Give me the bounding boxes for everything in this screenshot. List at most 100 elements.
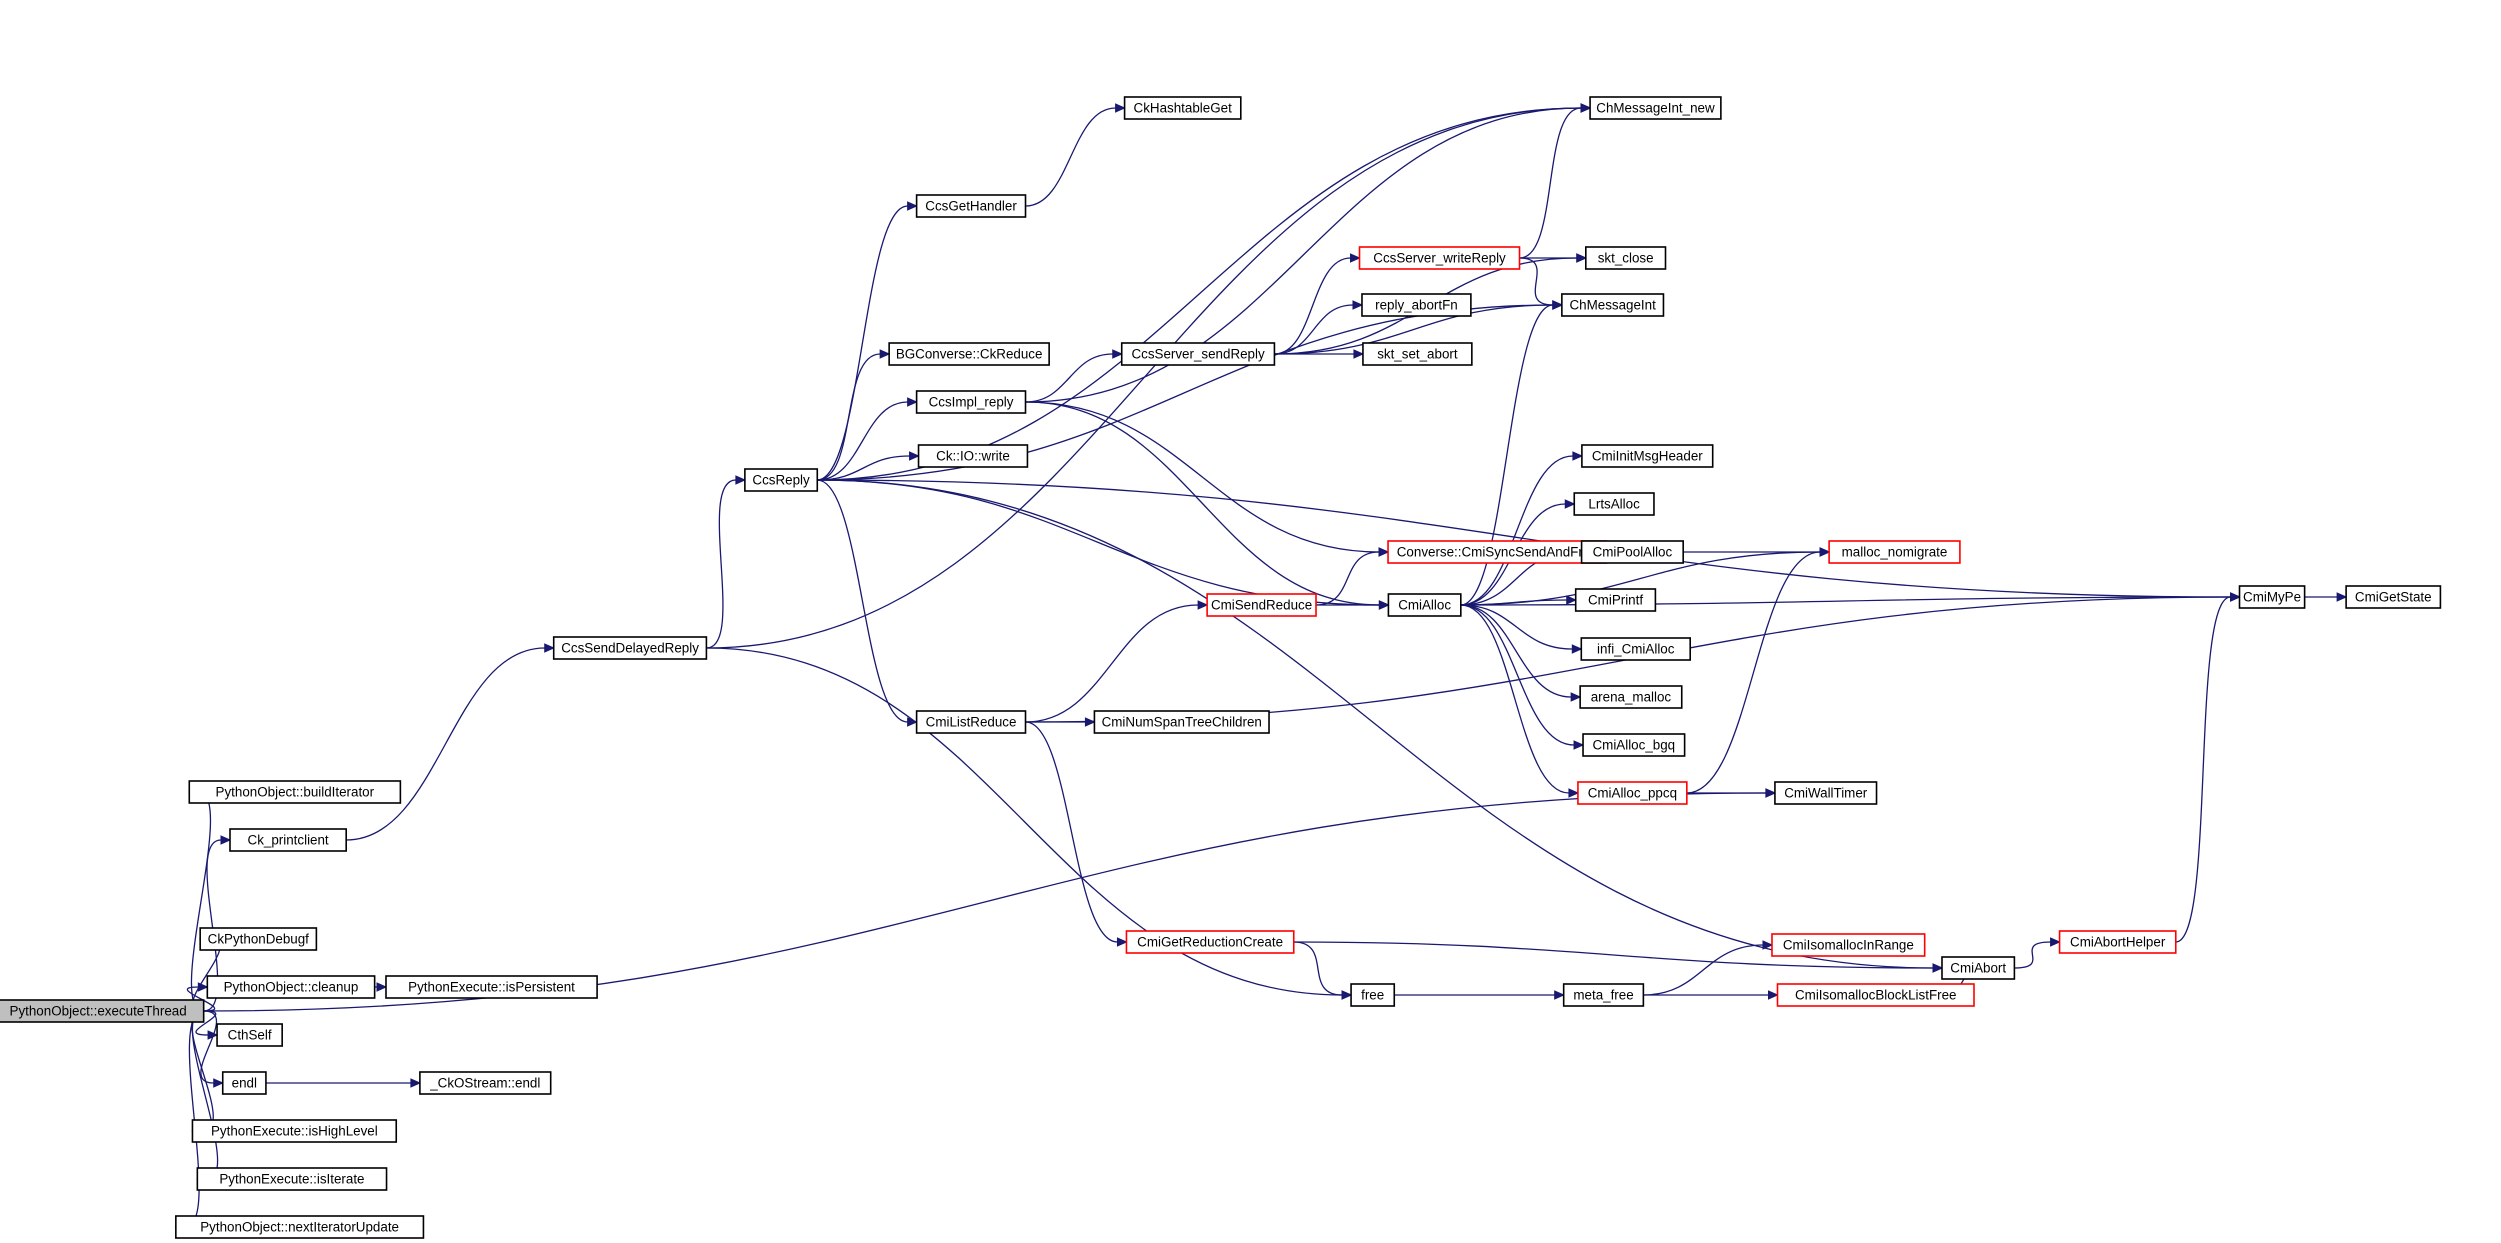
node-lrtsAlloc[interactable]: LrtsAlloc: [1573, 492, 1655, 516]
node-cmiAllocPpcq[interactable]: CmiAlloc_ppcq: [1577, 781, 1688, 805]
node-box[interactable]: [1828, 540, 1961, 564]
node-box[interactable]: [1120, 342, 1276, 366]
node-buildIter[interactable]: PythonObject::buildIterator: [188, 780, 402, 804]
node-ccsReply[interactable]: CcsReply: [744, 468, 819, 492]
node-box[interactable]: [199, 927, 318, 951]
node-cmiSyncSend[interactable]: Converse::CmiSyncSendAndFree: [1387, 540, 1608, 564]
node-endl[interactable]: endl: [221, 1071, 267, 1095]
node-box[interactable]: [1589, 96, 1722, 120]
node-box[interactable]: [1093, 710, 1270, 734]
node-ccsServerWriteReply[interactable]: CcsServer_writeReply: [1358, 246, 1521, 270]
node-ckHashGet[interactable]: CkHashtableGet: [1123, 96, 1242, 120]
node-mallocNomigrate[interactable]: malloc_nomigrate: [1828, 540, 1961, 564]
node-box[interactable]: [1574, 588, 1657, 612]
node-box[interactable]: [1581, 444, 1714, 468]
node-chMsgInt[interactable]: ChMessageInt: [1561, 293, 1665, 317]
node-box[interactable]: [1577, 781, 1688, 805]
node-box[interactable]: [1582, 733, 1686, 757]
node-box[interactable]: [915, 710, 1027, 734]
node-arenaMalloc[interactable]: arena_malloc: [1579, 685, 1683, 709]
node-box[interactable]: [175, 1215, 425, 1239]
node-box[interactable]: [1562, 983, 1645, 1007]
node-box[interactable]: [744, 468, 819, 492]
node-ckPrintclient[interactable]: Ck_printclient: [229, 828, 347, 852]
node-box[interactable]: [1206, 593, 1317, 617]
node-ccsServerSendReply[interactable]: CcsServer_sendReply: [1120, 342, 1276, 366]
node-chMsgIntNew[interactable]: ChMessageInt_new: [1589, 96, 1722, 120]
node-box[interactable]: [229, 828, 347, 852]
node-sktClose[interactable]: skt_close: [1585, 246, 1667, 270]
node-cthSelf[interactable]: CthSelf: [216, 1023, 283, 1047]
node-cmiAbortHelper[interactable]: CmiAbortHelper: [2058, 930, 2177, 954]
node-box[interactable]: [1774, 781, 1878, 805]
node-box[interactable]: [2058, 930, 2177, 954]
node-ccsImplReply[interactable]: CcsImpl_reply: [915, 390, 1027, 414]
node-box[interactable]: [1776, 983, 1975, 1007]
node-replyAbortFn[interactable]: reply_abortFn: [1361, 293, 1472, 317]
node-cmiGetRedCreate[interactable]: CmiGetReductionCreate: [1125, 930, 1295, 954]
node-cmiSendReduce[interactable]: CmiSendReduce: [1206, 593, 1317, 617]
node-ccsGetHandler[interactable]: CcsGetHandler: [915, 194, 1027, 218]
node-cmiInitMsgHeader[interactable]: CmiInitMsgHeader: [1581, 444, 1714, 468]
node-nextIter[interactable]: PythonObject::nextIteratorUpdate: [175, 1215, 425, 1239]
node-infiCmiAlloc[interactable]: infi_CmiAlloc: [1580, 637, 1692, 661]
node-box[interactable]: [1387, 593, 1462, 617]
node-cmiAbort[interactable]: CmiAbort: [1941, 956, 2016, 980]
node-box[interactable]: [206, 975, 376, 999]
node-box[interactable]: [1123, 96, 1242, 120]
node-box[interactable]: [191, 1119, 398, 1143]
node-box[interactable]: [0, 999, 205, 1023]
node-bgCkReduce[interactable]: BGConverse::CkReduce: [888, 342, 1050, 366]
node-ccsSendDelayed[interactable]: CcsSendDelayedReply: [552, 636, 708, 660]
node-cmiListReduce[interactable]: CmiListReduce: [915, 710, 1027, 734]
node-box[interactable]: [1771, 933, 1926, 957]
node-box[interactable]: [1125, 930, 1295, 954]
node-box[interactable]: [915, 390, 1027, 414]
node-box[interactable]: [1362, 342, 1473, 366]
node-cleanup[interactable]: PythonObject::cleanup: [206, 975, 376, 999]
call-edge-ccsReply-to-ccsImplReply: [817, 397, 918, 481]
node-sktSetAbort[interactable]: skt_set_abort: [1362, 342, 1473, 366]
node-box[interactable]: [1561, 293, 1665, 317]
node-ckOStreamEndl[interactable]: _CkOStream::endl: [419, 1071, 552, 1095]
node-box[interactable]: [1573, 492, 1655, 516]
node-cmiIsoInRange[interactable]: CmiIsomallocInRange: [1771, 933, 1926, 957]
node-box[interactable]: [917, 444, 1029, 468]
node-box[interactable]: [1585, 246, 1667, 270]
node-cmiAlloc[interactable]: CmiAlloc: [1387, 593, 1462, 617]
node-box[interactable]: [196, 1167, 388, 1191]
node-box[interactable]: [1580, 637, 1692, 661]
node-ckPythonDebugf[interactable]: CkPythonDebugf: [199, 927, 318, 951]
node-box[interactable]: [552, 636, 708, 660]
node-cmiPoolAlloc[interactable]: CmiPoolAlloc: [1580, 540, 1684, 564]
node-cmiNumSpan[interactable]: CmiNumSpanTreeChildren: [1093, 710, 1270, 734]
node-box[interactable]: [1580, 540, 1684, 564]
node-box[interactable]: [1579, 685, 1683, 709]
node-box[interactable]: [1941, 956, 2016, 980]
node-pyExec[interactable]: PythonObject::executeThread: [0, 999, 205, 1023]
node-box[interactable]: [888, 342, 1050, 366]
node-cmiMyPe[interactable]: CmiMyPe: [2238, 585, 2306, 609]
node-isPersistent[interactable]: PythonExecute::isPersistent: [385, 975, 598, 999]
node-box[interactable]: [188, 780, 402, 804]
node-cmiIsoBlockFree[interactable]: CmiIsomallocBlockListFree: [1776, 983, 1975, 1007]
node-isIterate[interactable]: PythonExecute::isIterate: [196, 1167, 388, 1191]
node-cmiGetState[interactable]: CmiGetState: [2345, 585, 2442, 609]
node-box[interactable]: [915, 194, 1027, 218]
node-cmiWallTimer[interactable]: CmiWallTimer: [1774, 781, 1878, 805]
node-box[interactable]: [385, 975, 598, 999]
node-box[interactable]: [419, 1071, 552, 1095]
node-metaFree[interactable]: meta_free: [1562, 983, 1645, 1007]
node-free[interactable]: free: [1350, 983, 1396, 1007]
node-box[interactable]: [1358, 246, 1521, 270]
node-box[interactable]: [1361, 293, 1472, 317]
node-cmiAllocBgq[interactable]: CmiAlloc_bgq: [1582, 733, 1686, 757]
node-box[interactable]: [2238, 585, 2306, 609]
node-isHighLevel[interactable]: PythonExecute::isHighLevel: [191, 1119, 398, 1143]
node-ckIoWrite[interactable]: Ck::IO::write: [917, 444, 1029, 468]
node-box[interactable]: [221, 1071, 267, 1095]
node-box[interactable]: [2345, 585, 2442, 609]
node-box[interactable]: [216, 1023, 283, 1047]
node-cmiPrintf[interactable]: CmiPrintf: [1574, 588, 1657, 612]
node-box[interactable]: [1350, 983, 1396, 1007]
